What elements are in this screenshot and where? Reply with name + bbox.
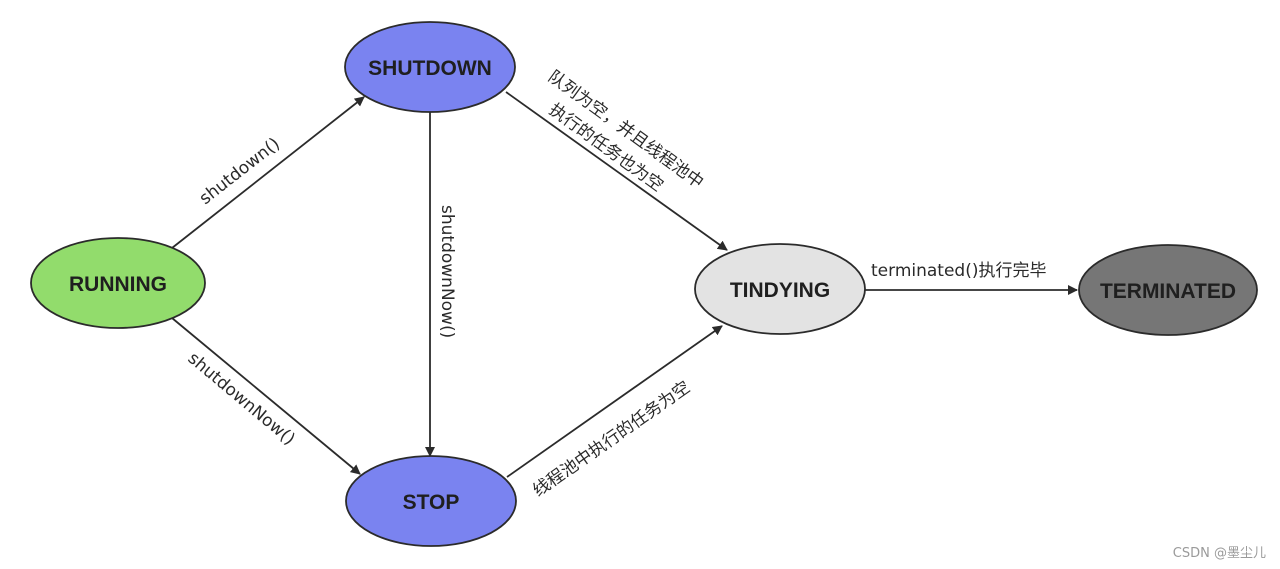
node-running-shape: [30, 237, 206, 329]
node-terminated-label: TERMINATED: [1100, 280, 1236, 303]
edge-running-to-shutdown: [171, 96, 365, 249]
node-shutdown-shape: [344, 21, 516, 113]
node-stop-label: STOP: [403, 491, 460, 514]
watermark: CSDN @墨尘儿: [1172, 546, 1266, 561]
node-tidying: TINDYING: [694, 243, 866, 335]
node-tidying-label: TINDYING: [730, 279, 830, 302]
edge-label-shutdown-stop: shutdownNow(): [437, 205, 457, 338]
node-running: RUNNING: [30, 237, 206, 329]
node-stop: STOP: [345, 455, 517, 547]
node-shutdown-label: SHUTDOWN: [368, 57, 492, 80]
node-running-label: RUNNING: [69, 273, 167, 296]
edge-running-to-stop: [171, 317, 361, 475]
node-tidying-shape: [694, 243, 866, 335]
node-terminated: TERMINATED: [1078, 244, 1258, 336]
edge-label-tidying-terminated: terminated()执行完毕: [871, 261, 1046, 281]
edge-label-running-stop: shutdownNow(): [184, 349, 299, 450]
node-stop-shape: [345, 455, 517, 547]
edge-shutdown-to-tidying: [505, 91, 728, 251]
node-terminated-shape: [1078, 244, 1258, 336]
node-shutdown: SHUTDOWN: [344, 21, 516, 113]
edge-stop-to-tidying: [506, 325, 723, 478]
edge-label-stop-tidying: 线程池中执行的任务为空: [529, 377, 694, 501]
